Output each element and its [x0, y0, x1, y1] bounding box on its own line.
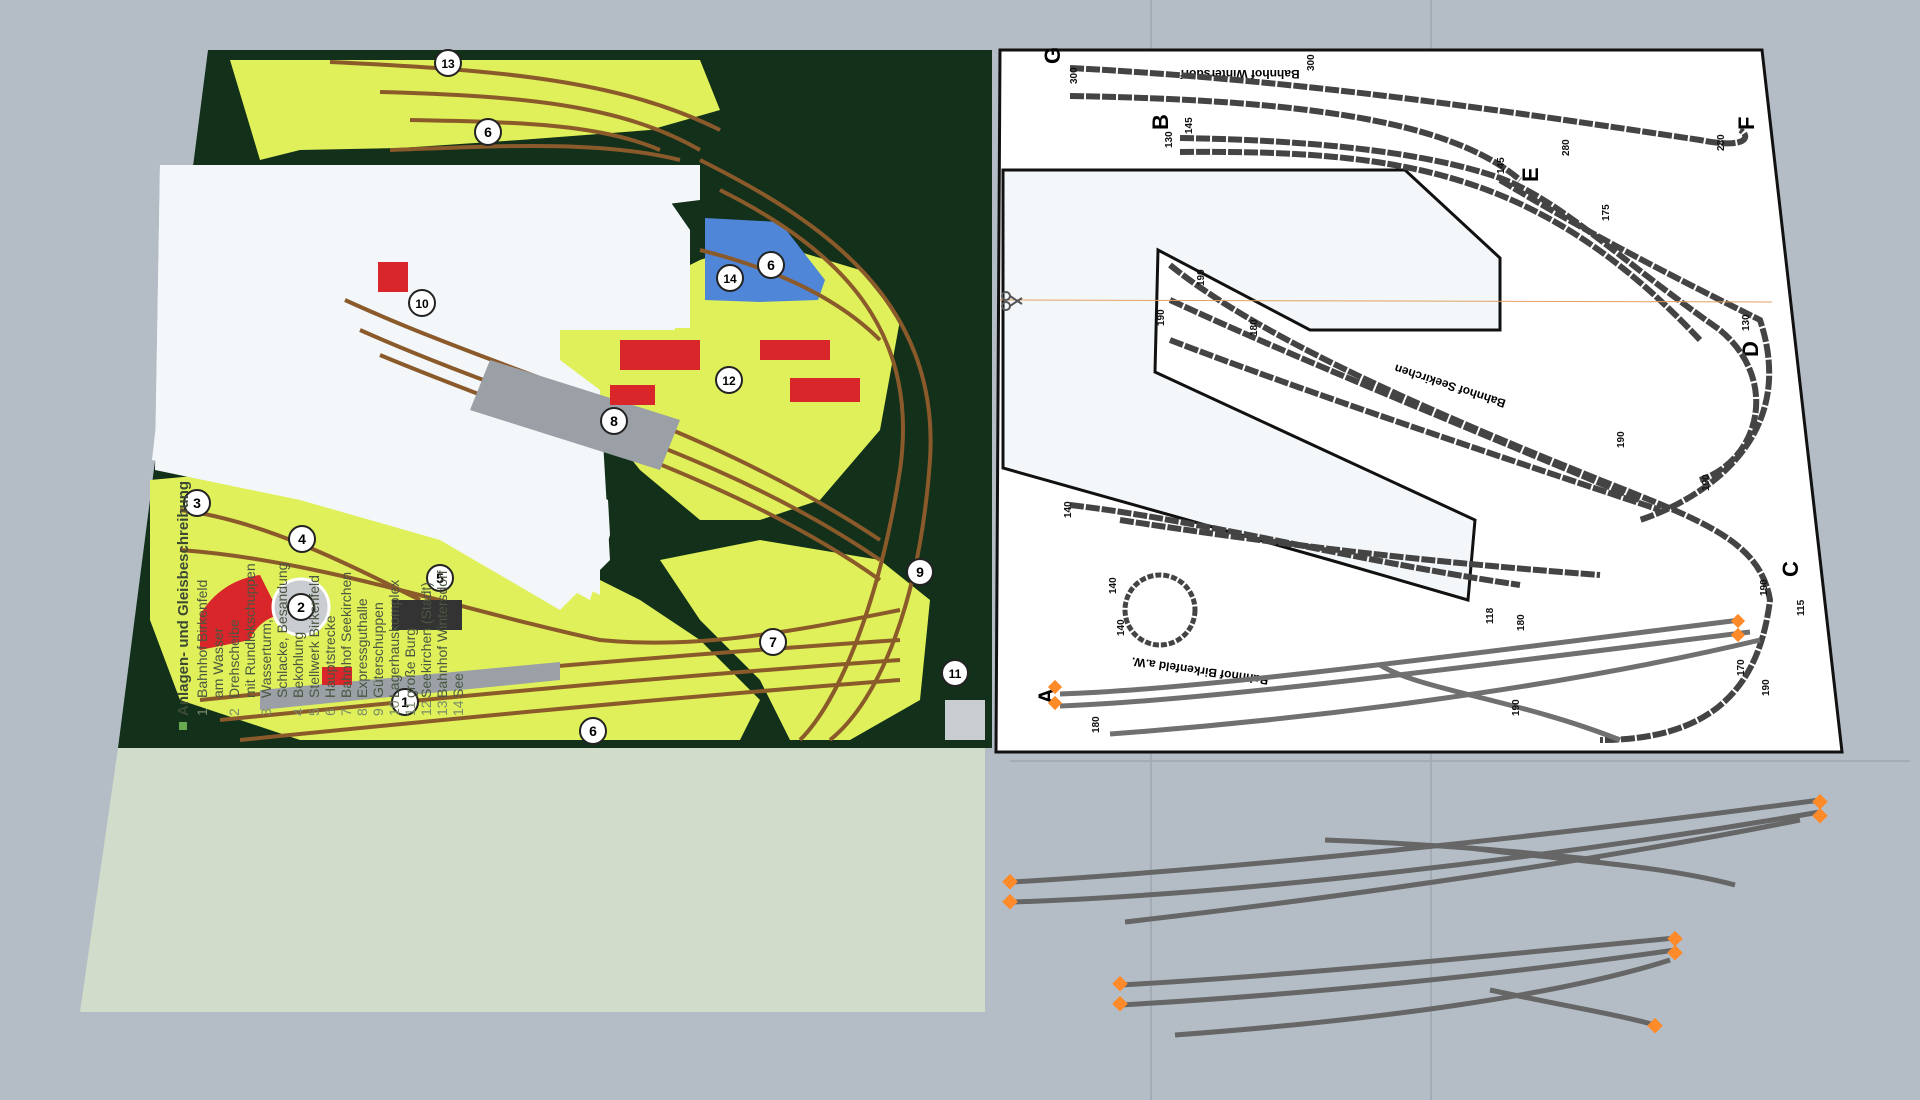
svg-text:118: 118	[1485, 607, 1496, 624]
legend-strip	[80, 748, 985, 1012]
schematic-tracks	[1069, 65, 1774, 743]
plan-markers: 1 2 3 4 5 7 8 9 10 11 12 13 14 6 6 6	[183, 49, 969, 745]
svg-text:180: 180	[1249, 319, 1260, 336]
placed-rails-birkenfeld	[1059, 617, 1761, 743]
svg-text:9: 9	[916, 564, 924, 580]
cutout-area	[155, 165, 690, 595]
svg-text:190: 190	[1196, 269, 1207, 286]
svg-text:180: 180	[1091, 716, 1102, 733]
svg-text:140: 140	[1116, 619, 1127, 636]
marker-1[interactable]: 1	[391, 688, 419, 716]
castle	[945, 700, 985, 740]
svg-text:190: 190	[1511, 699, 1522, 716]
marker-5[interactable]: 5	[426, 564, 454, 592]
svg-text:170: 170	[1736, 659, 1747, 676]
svg-text:5: 5	[436, 570, 444, 586]
svg-text:190: 190	[1761, 679, 1772, 696]
connection-letter-b: B	[1148, 114, 1173, 130]
svg-text:145: 145	[1496, 157, 1507, 174]
marker-3[interactable]: 3	[183, 489, 211, 517]
building-red	[760, 340, 830, 360]
svg-text:2: 2	[297, 599, 305, 615]
svg-text:280: 280	[1561, 139, 1572, 156]
svg-text:145: 145	[1184, 117, 1195, 134]
schematic-turntable	[1122, 572, 1198, 648]
svg-text:190: 190	[1156, 309, 1167, 326]
building-red	[610, 385, 655, 405]
station-platform	[260, 662, 560, 710]
svg-text:1: 1	[401, 694, 409, 710]
building-red	[378, 262, 408, 292]
building-red	[322, 667, 352, 685]
connection-letter-c: C	[1778, 561, 1803, 577]
svg-text:7: 7	[769, 634, 777, 650]
svg-text:14: 14	[723, 272, 737, 286]
svg-text:190: 190	[1759, 579, 1770, 596]
marker-10[interactable]: 10	[408, 289, 436, 317]
svg-text:10: 10	[415, 297, 429, 311]
floor-grid-line	[1010, 760, 1910, 762]
floor-connector-markers	[1002, 793, 1828, 1034]
svg-text:4: 4	[298, 531, 306, 547]
rail-piece-group-upper[interactable]	[1011, 797, 1821, 925]
grassland	[660, 540, 930, 740]
marker-7[interactable]: 7	[759, 628, 787, 656]
marker-4[interactable]: 4	[288, 525, 316, 553]
marker-9[interactable]: 9	[906, 558, 934, 586]
svg-text:13: 13	[441, 57, 455, 71]
svg-text:6: 6	[589, 723, 597, 739]
marker-2[interactable]: 2	[287, 593, 315, 621]
svg-text:130: 130	[1741, 314, 1752, 331]
building-red	[790, 378, 860, 402]
marker-13[interactable]: 13	[434, 49, 462, 77]
marker-6[interactable]: 6	[474, 118, 502, 146]
svg-text:6: 6	[767, 257, 775, 273]
marker-11[interactable]: 11	[941, 659, 969, 687]
marker-8[interactable]: 8	[600, 407, 628, 435]
rail-piece-group-lower[interactable]	[1119, 935, 1676, 1038]
building-red	[620, 340, 700, 370]
grassland	[230, 60, 720, 160]
connection-letter-g: G	[1040, 47, 1065, 64]
svg-text:140: 140	[1108, 577, 1119, 594]
scissors-icon	[999, 291, 1773, 311]
svg-text:12: 12	[722, 374, 736, 388]
marker-6[interactable]: 6	[757, 251, 785, 279]
svg-text:175: 175	[1601, 204, 1612, 221]
svg-text:115: 115	[1796, 599, 1807, 616]
marker-12[interactable]: 12	[715, 366, 743, 394]
roundhouse	[200, 575, 280, 650]
svg-text:3: 3	[193, 495, 201, 511]
svg-text:300: 300	[1069, 67, 1080, 84]
building-dark	[392, 600, 462, 630]
svg-text:130: 130	[1164, 131, 1175, 148]
marker-14[interactable]: 14	[716, 264, 744, 292]
station-platform	[470, 360, 680, 470]
svg-text:190: 190	[1616, 431, 1627, 448]
connection-letter-f: F	[1734, 117, 1759, 130]
svg-text:300: 300	[1306, 54, 1317, 71]
svg-text:190: 190	[1701, 474, 1712, 491]
connector-markers	[1047, 613, 1746, 711]
svg-text:11: 11	[949, 667, 962, 681]
svg-text:280: 280	[1716, 134, 1727, 151]
svg-text:140: 140	[1063, 501, 1074, 518]
svg-text:8: 8	[610, 413, 618, 429]
connection-letter-e: E	[1518, 167, 1543, 182]
svg-text:6: 6	[484, 124, 492, 140]
svg-text:180: 180	[1516, 614, 1527, 631]
elevation-labels: 300 300 130 145 145 175 280 280 190 190 …	[1063, 54, 1807, 733]
marker-6[interactable]: 6	[579, 717, 607, 745]
